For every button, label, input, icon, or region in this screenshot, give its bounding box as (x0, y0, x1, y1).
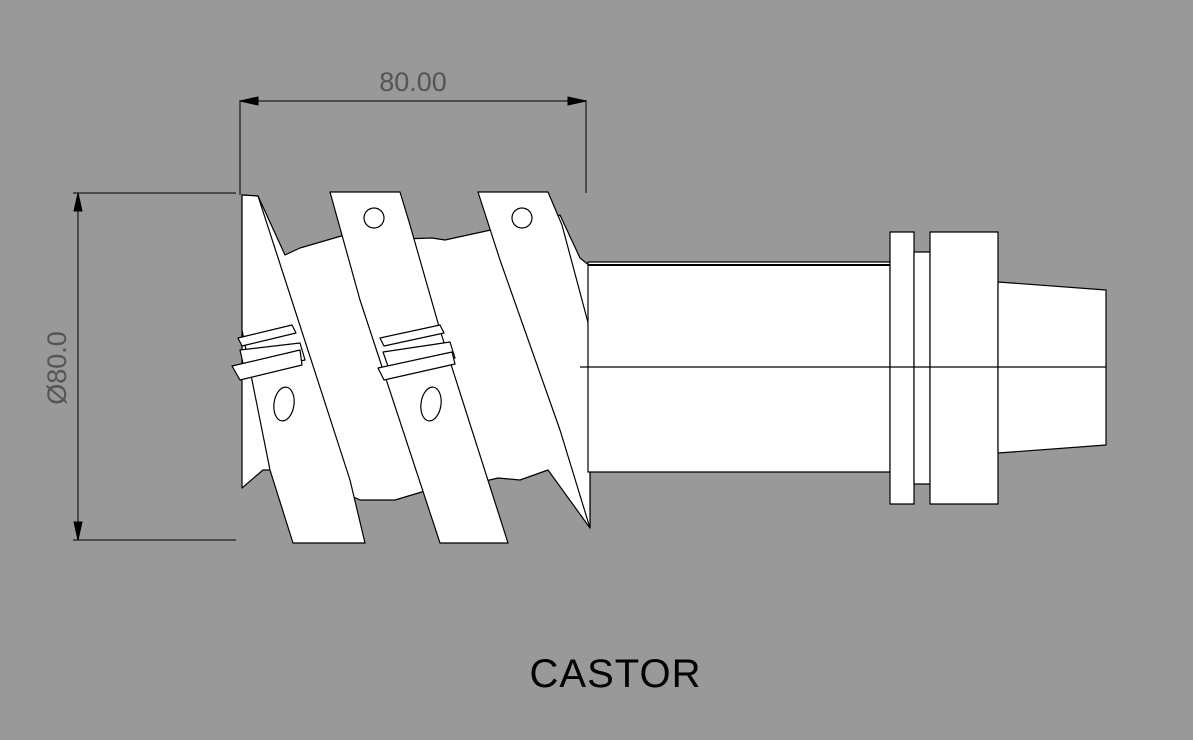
dimension-diameter-label: Ø80.0 (42, 331, 72, 405)
insert-seat-3 (231, 349, 303, 381)
dimension-length-label: 80.00 (379, 67, 447, 97)
caption: CASTOR (0, 652, 1193, 697)
insert-seat-1 (237, 324, 297, 347)
flange-groove (913, 251, 931, 485)
insert-seat-6 (377, 351, 456, 381)
flange-ring-2 (929, 231, 999, 505)
screw-hole-4 (420, 386, 442, 422)
drawing-title: CASTOR (529, 652, 702, 696)
flange-ring-1 (889, 231, 915, 505)
dimension-length (239, 96, 587, 195)
dimension-diameter (73, 192, 236, 541)
screw-hole-1 (363, 207, 385, 229)
screw-hole-2 (511, 207, 533, 229)
insert-seat-4 (379, 324, 445, 347)
screw-hole-3 (273, 386, 295, 422)
